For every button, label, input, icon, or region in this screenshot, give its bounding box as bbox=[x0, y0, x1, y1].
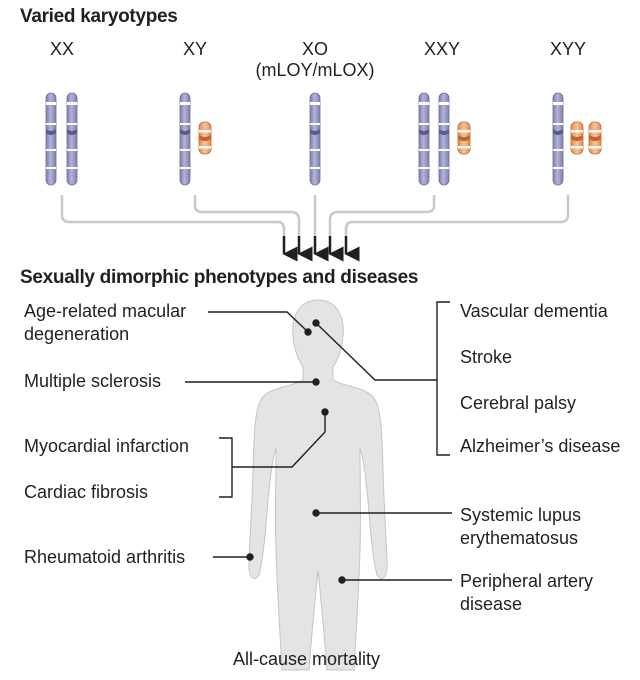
karyotype-label-xy: XY bbox=[182, 39, 207, 59]
x-chromosome bbox=[418, 92, 430, 186]
disease-alzheimers: Alzheimer’s disease bbox=[460, 436, 621, 456]
human-body-silhouette bbox=[248, 299, 388, 671]
convergence-arrows bbox=[282, 236, 360, 262]
disease-cerebral-palsy: Cerebral palsy bbox=[460, 393, 577, 413]
karyotype-connectors bbox=[60, 195, 570, 238]
karyotype-label-xyy: XYY bbox=[549, 39, 587, 59]
karyotypes-heading: Varied karyotypes bbox=[20, 6, 178, 27]
karyotype-label-xxy: XXY bbox=[423, 39, 461, 59]
y-chromosome bbox=[457, 121, 471, 155]
karyotype-xyy-chromosomes bbox=[552, 92, 602, 186]
y-chromosome bbox=[198, 121, 212, 155]
karyotype-sublabel-xo: (mLOY/mLOX) bbox=[255, 60, 375, 80]
all-cause-mortality: All-cause mortality bbox=[233, 649, 381, 669]
phenotypes-heading: Sexually dimorphic phenotypes and diseas… bbox=[20, 267, 419, 288]
disease-rheumatoid-arthritis: Rheumatoid arthritis bbox=[24, 547, 186, 567]
disease-amd-line2: degeneration bbox=[24, 324, 130, 344]
disease-vascular-dementia: Vascular dementia bbox=[460, 301, 608, 321]
disease-stroke: Stroke bbox=[460, 347, 513, 367]
disease-pad-line1: Peripheral artery bbox=[460, 571, 594, 591]
karyotype-label-xo: XO bbox=[301, 39, 328, 59]
y-chromosome bbox=[570, 121, 584, 155]
x-chromosome bbox=[66, 92, 78, 186]
karyotype-xxy-chromosomes bbox=[418, 92, 471, 186]
disease-myocardial-infarction: Myocardial infarction bbox=[24, 436, 190, 456]
karyotype-xy-chromosomes bbox=[179, 92, 212, 186]
x-chromosome bbox=[179, 92, 191, 186]
left-connectors bbox=[185, 311, 329, 561]
disease-sle-line2: erythematosus bbox=[460, 528, 579, 548]
y-chromosome bbox=[588, 121, 602, 155]
right-connectors bbox=[312, 301, 452, 584]
disease-pad-line2: disease bbox=[460, 594, 523, 614]
karyotype-xx-chromosomes bbox=[45, 92, 78, 186]
karyotype-label-xx: XX bbox=[49, 39, 74, 59]
x-chromosome bbox=[438, 92, 450, 186]
disease-sle-line1: Systemic lupus bbox=[460, 505, 582, 525]
disease-cardiac-fibrosis: Cardiac fibrosis bbox=[24, 482, 149, 502]
x-chromosome bbox=[552, 92, 564, 186]
x-chromosome bbox=[309, 92, 321, 186]
disease-multiple-sclerosis: Multiple sclerosis bbox=[24, 371, 162, 391]
x-chromosome bbox=[45, 92, 57, 186]
karyotype-xo-chromosomes bbox=[309, 92, 321, 186]
disease-amd-line1: Age-related macular bbox=[24, 301, 187, 321]
